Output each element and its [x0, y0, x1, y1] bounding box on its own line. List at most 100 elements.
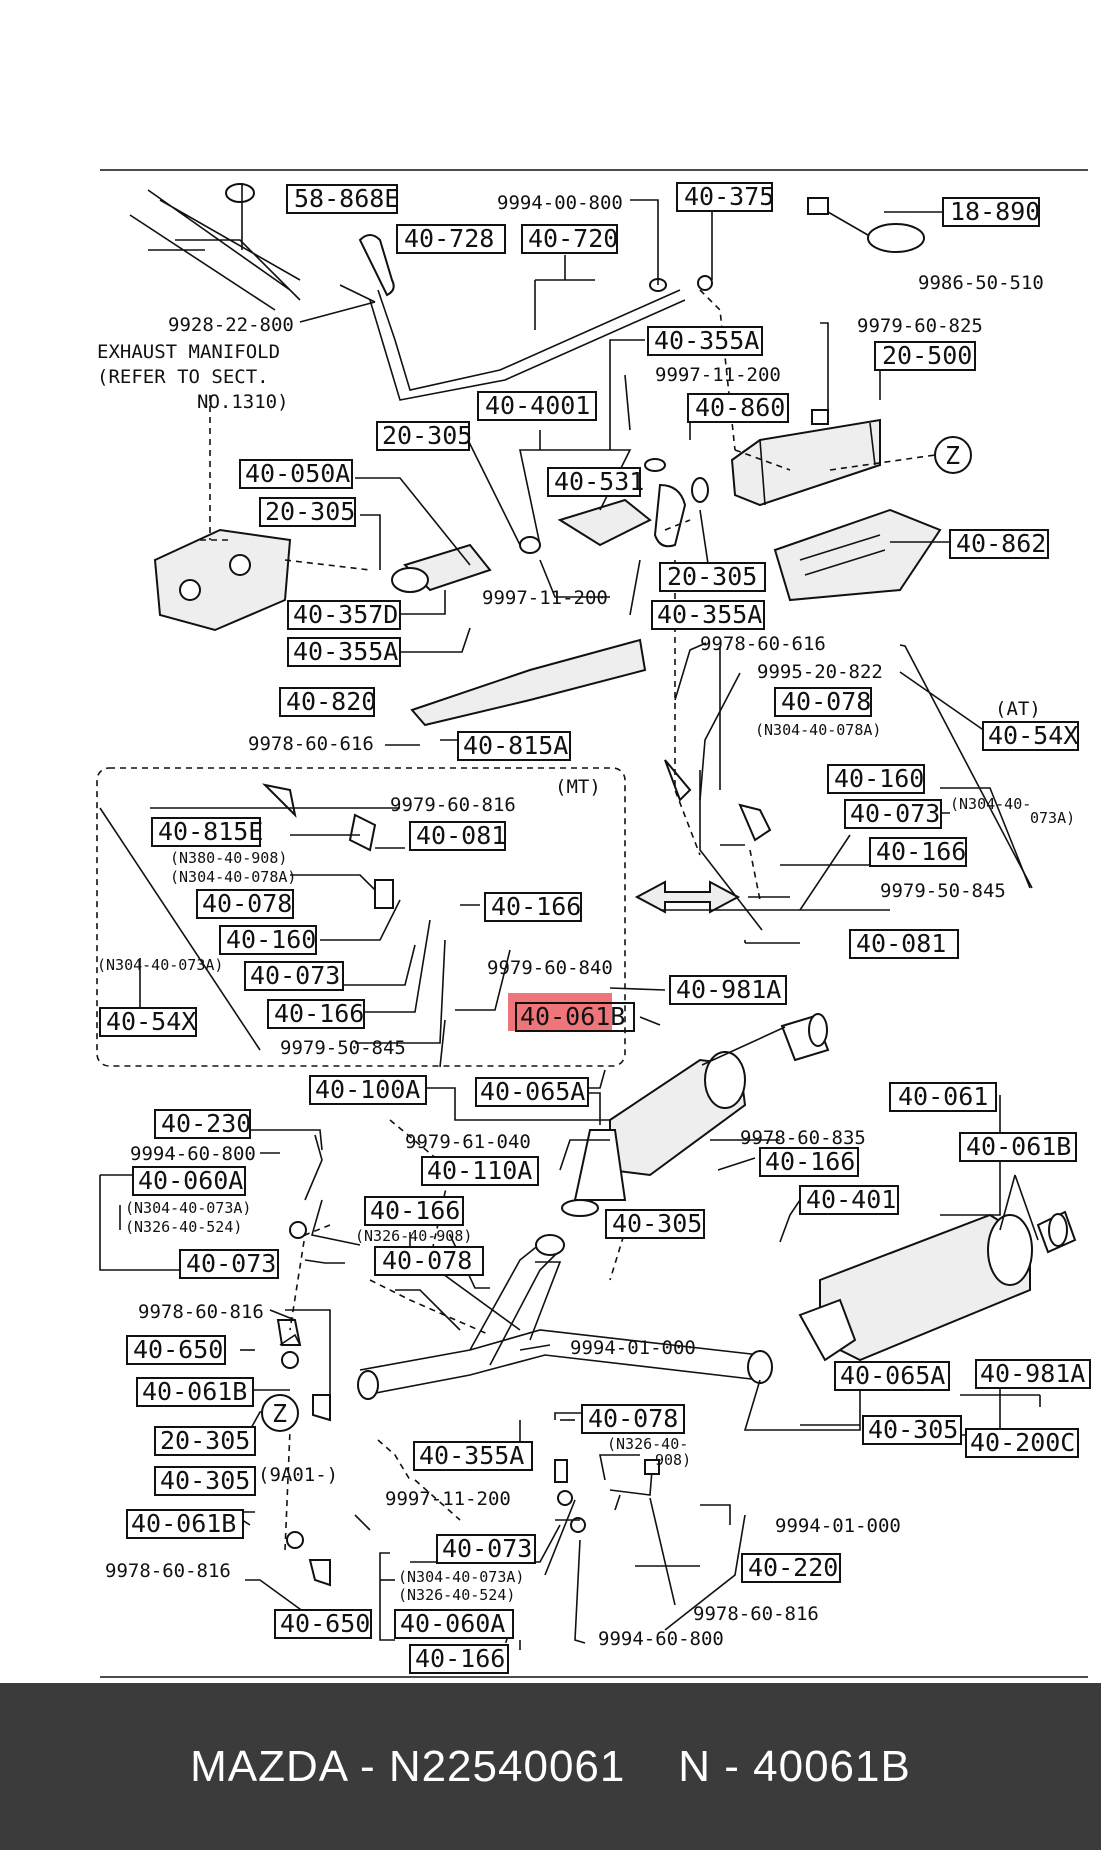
label-40-355a-2: 40-355A: [651, 600, 765, 630]
svg-text:20-305: 20-305: [265, 497, 355, 526]
svg-text:40-860: 40-860: [695, 393, 785, 422]
label-40-728: 40-728: [396, 224, 506, 254]
label-n304-40-073a-1: (N304-40-073A): [97, 956, 223, 974]
label-40-815e: 40-815E: [151, 817, 263, 847]
svg-text:40-305: 40-305: [160, 1466, 250, 1495]
svg-text:40-061: 40-061: [898, 1082, 988, 1111]
svg-text:40-401: 40-401: [806, 1185, 896, 1214]
label-9995-20-822: 9995-20-822: [757, 661, 883, 683]
label-40-078-3: 40-078: [374, 1246, 484, 1276]
label-40-081-1: 40-081: [409, 821, 506, 851]
label-40-200c: 40-200C: [965, 1428, 1079, 1458]
label-9978-60-616-2: 9978-60-616: [248, 733, 374, 755]
svg-text:40-060A: 40-060A: [138, 1166, 243, 1195]
callout-z-2: Z: [261, 1394, 299, 1432]
label-20-305-2: 20-305: [259, 497, 356, 527]
label-at: (AT): [995, 698, 1041, 720]
svg-text:40-54X: 40-54X: [106, 1007, 196, 1036]
svg-text:40-166: 40-166: [370, 1196, 460, 1225]
label-40-355a-3: 40-355A: [287, 637, 401, 667]
label-40-061b-3: 40-061B: [136, 1377, 254, 1407]
svg-text:40-650: 40-650: [133, 1335, 223, 1364]
label-9997-11-200-3: 9997-11-200: [385, 1488, 511, 1510]
svg-text:40-078: 40-078: [382, 1246, 472, 1275]
label-40-357d: 40-357D: [287, 600, 401, 630]
label-40-073-3: 40-073: [179, 1249, 279, 1279]
label-908-2: 908): [655, 1451, 691, 1469]
exhaust-manifold-note: EXHAUST MANIFOLD (REFER TO SECT. NO.1310…: [97, 341, 289, 413]
part-labels: 58-868E 9994-00-800 40-375 18-890 40-728…: [97, 182, 1091, 1674]
svg-text:40-078: 40-078: [588, 1404, 678, 1433]
label-40-401: 40-401: [799, 1185, 899, 1215]
svg-text:40-355A: 40-355A: [654, 326, 759, 355]
label-n326-40-524-2: (N326-40-524): [398, 1586, 515, 1604]
label-40-061b-highlighted: 40-061B: [515, 1002, 635, 1032]
label-40-815a: 40-815A: [457, 731, 571, 761]
svg-text:40-073: 40-073: [850, 799, 940, 828]
label-40-078-1: 40-078: [774, 687, 872, 717]
label-n304-40-073a-2: (N304-40-073A): [125, 1199, 251, 1217]
label-40-305-2: 40-305: [862, 1415, 962, 1445]
label-18-890: 18-890: [942, 197, 1040, 227]
label-40-060a-2: 40-060A: [394, 1609, 514, 1639]
svg-text:40-815A: 40-815A: [463, 731, 568, 760]
label-9979-61-040: 9979-61-040: [405, 1131, 531, 1153]
footer-bar: MAZDA - N22540061 N - 40061B: [0, 1683, 1101, 1850]
svg-text:40-065A: 40-065A: [480, 1077, 585, 1106]
svg-text:40-073: 40-073: [442, 1534, 532, 1563]
svg-text:40-160: 40-160: [834, 764, 924, 793]
svg-text:40-160: 40-160: [226, 925, 316, 954]
label-9928-22-800: 9928-22-800: [168, 314, 294, 336]
label-n326-40-908-1: (N326-40-908): [355, 1227, 472, 1245]
svg-text:40-305: 40-305: [612, 1209, 702, 1238]
svg-text:40-065A: 40-065A: [840, 1361, 945, 1390]
label-40-375: 40-375: [676, 182, 774, 212]
label-9979-60-840: 9979-60-840: [487, 957, 613, 979]
label-9978-60-616-1: 9978-60-616: [700, 633, 826, 655]
label-n304-40-078a-1: (N304-40-078A): [755, 721, 881, 739]
svg-text:40-073: 40-073: [250, 961, 340, 990]
label-40-166-2: 40-166: [484, 892, 582, 922]
label-n326-40-2: (N326-40-: [607, 1435, 688, 1453]
label-9a01: (9A01-): [258, 1464, 338, 1486]
label-n304-40-078a-2: (N304-40-078A): [170, 868, 296, 886]
label-9986-50-510: 9986-50-510: [918, 272, 1044, 294]
label-20-305-4: 20-305: [154, 1426, 256, 1456]
label-20-305-3: 20-305: [659, 562, 766, 592]
svg-text:40-061B: 40-061B: [131, 1509, 236, 1538]
svg-text:40-981A: 40-981A: [980, 1359, 1085, 1388]
label-40-061: 40-061: [889, 1082, 997, 1112]
label-40-650-2: 40-650: [274, 1609, 372, 1639]
highlight-box: [508, 993, 612, 1031]
svg-text:40-050A: 40-050A: [245, 459, 350, 488]
svg-text:40-078: 40-078: [202, 889, 292, 918]
label-9994-60-800-1: 9994-60-800: [130, 1143, 256, 1165]
svg-text:40-061B: 40-061B: [520, 1002, 625, 1031]
svg-text:40-166: 40-166: [415, 1644, 505, 1673]
label-40-110a: 40-110A: [421, 1156, 539, 1186]
label-9994-60-800-2: 9994-60-800: [598, 1628, 724, 1650]
label-9978-60-816-2: 9978-60-816: [105, 1560, 231, 1582]
part-drawings: [129, 183, 1077, 1587]
svg-text:NO.1310): NO.1310): [197, 391, 289, 413]
svg-text:18-890: 18-890: [950, 197, 1040, 226]
svg-text:40-200C: 40-200C: [970, 1428, 1075, 1457]
svg-text:20-305: 20-305: [667, 562, 757, 591]
svg-text:40-815E: 40-815E: [158, 817, 263, 846]
label-40-166-5: 40-166: [364, 1196, 464, 1226]
label-9979-60-825: 9979-60-825: [857, 315, 983, 337]
label-40-355a-4: 40-355A: [413, 1441, 533, 1471]
svg-text:40-355A: 40-355A: [293, 637, 398, 666]
svg-text:40-166: 40-166: [765, 1147, 855, 1176]
label-9978-60-816-3: 9978-60-816: [693, 1603, 819, 1625]
svg-text:Z: Z: [272, 1399, 287, 1428]
svg-text:40-230: 40-230: [161, 1109, 251, 1138]
callout-z-1: Z: [934, 436, 972, 474]
svg-text:40-357D: 40-357D: [293, 600, 398, 629]
label-20-500: 20-500: [874, 341, 976, 371]
label-40-073-2: 40-073: [244, 961, 344, 991]
label-40-166-4: 40-166: [759, 1147, 859, 1177]
label-40-060a-1: 40-060A: [132, 1166, 246, 1196]
label-40-650-1: 40-650: [126, 1335, 226, 1365]
label-40-230: 40-230: [154, 1109, 251, 1139]
